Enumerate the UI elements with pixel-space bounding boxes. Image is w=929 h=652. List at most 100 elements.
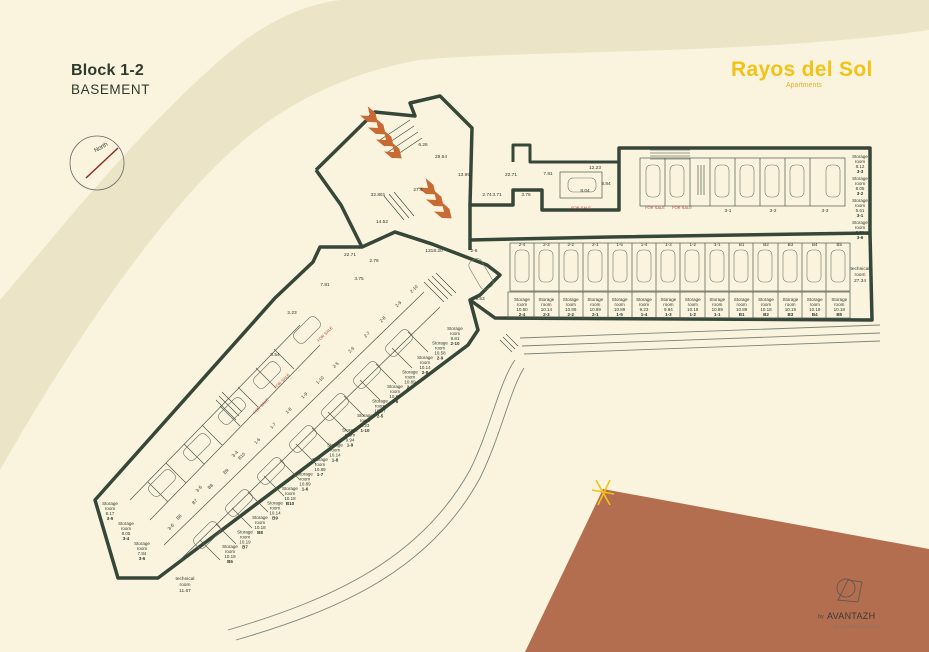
storage-label: Storage	[447, 326, 463, 331]
storage-code: 3-2	[857, 191, 864, 196]
bay-code: 1-8	[285, 406, 293, 414]
room-label: 3-1	[725, 208, 732, 214]
storage-code: 2-8	[422, 370, 429, 375]
storage-code: 1-7	[317, 472, 324, 477]
room-label: 3.75	[354, 276, 364, 282]
storage-area: 10.14	[419, 365, 431, 370]
storage-label: room	[855, 203, 866, 208]
storage-code: 3-4	[123, 536, 130, 541]
room-label: 2.76	[369, 258, 379, 264]
storage-area: 8.12	[856, 164, 865, 169]
parking-bays-diagonal	[129, 291, 441, 561]
bay-code: 1-4	[641, 242, 648, 247]
storage-code: B10	[286, 501, 295, 506]
storage-label: room	[688, 302, 699, 307]
storage-label: room	[121, 526, 132, 531]
storage-label: room	[435, 346, 446, 351]
room-label: 2-6	[471, 248, 478, 254]
storage-label: room	[375, 404, 386, 409]
storage-area: 8.05	[122, 531, 131, 536]
road-band	[0, 0, 929, 470]
access-ramp	[227, 324, 881, 641]
page-subtitle: BASEMENT	[71, 82, 151, 97]
storage-code: B6	[227, 559, 233, 564]
storage-label: Storage	[387, 384, 403, 389]
bay-code: B3	[788, 242, 794, 247]
storage-code: 3-1	[857, 213, 864, 218]
storage-label: Storage	[852, 198, 868, 203]
bay-code: 2-3	[543, 242, 550, 247]
storage-label: Storage	[357, 413, 373, 418]
technical-area: 27.34	[854, 278, 866, 284]
storage-area: 10.89	[614, 307, 626, 312]
storage-label: Storage	[267, 500, 283, 505]
car-icons-top	[468, 164, 846, 290]
storage-label: Storage	[831, 297, 847, 302]
storage-area: 10.18	[284, 496, 296, 501]
storage-area: 10.19	[809, 307, 821, 312]
storage-code: 2-10	[450, 341, 460, 346]
storage-label: room	[834, 302, 845, 307]
bay-code: 2-10	[409, 284, 419, 294]
storage-label: Storage	[432, 341, 448, 346]
storage-label: Storage	[402, 370, 418, 375]
storage-area: 10.19	[224, 554, 236, 559]
storage-label: room	[736, 302, 747, 307]
storage-area: 10.89	[736, 307, 748, 312]
bay-code: 1-1	[714, 242, 721, 247]
storage-label: room	[810, 302, 821, 307]
room-label: 22.71	[344, 252, 356, 258]
storage-area: 10.19	[785, 307, 797, 312]
for-sale-tag: FOR SALE	[645, 205, 665, 210]
storage-area: 10.14	[541, 307, 553, 312]
storage-code: 3-5	[107, 516, 114, 521]
storage-label: Storage	[372, 399, 388, 404]
storage-code: B8	[257, 530, 263, 535]
building-walls	[93, 94, 874, 580]
storage-code: B5	[836, 312, 842, 317]
north-arrow-icon	[85, 147, 119, 179]
room-label: 7.81	[543, 171, 553, 177]
storage-label: Storage	[514, 297, 530, 302]
room-label: 8.04	[580, 188, 590, 194]
logo-by-text: by	[818, 614, 824, 620]
storage-label: Storage	[342, 428, 358, 433]
storage-label: Storage	[312, 457, 328, 462]
for-sale-tag: FOR SALE	[672, 205, 692, 210]
storage-area: 10.14	[269, 510, 281, 515]
storage-label: Storage	[685, 297, 701, 302]
storage-code: 1-9	[347, 443, 354, 448]
storage-label: room	[855, 159, 866, 164]
storage-label: Storage	[587, 297, 603, 302]
storage-area: 10.14	[329, 452, 341, 457]
storage-label: Storage	[612, 297, 628, 302]
room-label: 8.84	[601, 181, 611, 187]
storage-label: Storage	[661, 297, 677, 302]
storage-code: B1	[739, 312, 745, 317]
storage-area: 10.18	[687, 307, 699, 312]
avantazh-logo-icon	[836, 578, 863, 603]
storage-label: Storage	[539, 297, 555, 302]
storage-area: 9.23	[640, 307, 649, 312]
logo-tagline: DEVELOPMENT GROUP	[834, 624, 880, 629]
storage-code: 1-8	[332, 457, 339, 462]
storage-label: room	[330, 447, 341, 452]
room-label: 1318.20	[425, 248, 443, 254]
bay-code: 2-8	[379, 315, 387, 323]
storage-label: room	[785, 302, 796, 307]
bay-code: B4	[812, 242, 818, 247]
technical-label: room	[855, 272, 866, 278]
storage-area: 10.89	[404, 380, 416, 385]
storage-code: 1-1	[714, 312, 721, 317]
storage-label: room	[761, 302, 772, 307]
technical-label: technical	[176, 576, 195, 582]
storage-label: room	[590, 302, 601, 307]
bay-code: 2-4	[519, 242, 526, 247]
room-label: 3.76	[521, 192, 531, 198]
storage-code: B4	[812, 312, 818, 317]
storage-label: room	[855, 225, 866, 230]
storage-code: B2	[763, 312, 769, 317]
storage-label: room	[255, 520, 266, 525]
technical-label: technical	[851, 266, 870, 272]
room-label: 32.861	[371, 192, 386, 198]
